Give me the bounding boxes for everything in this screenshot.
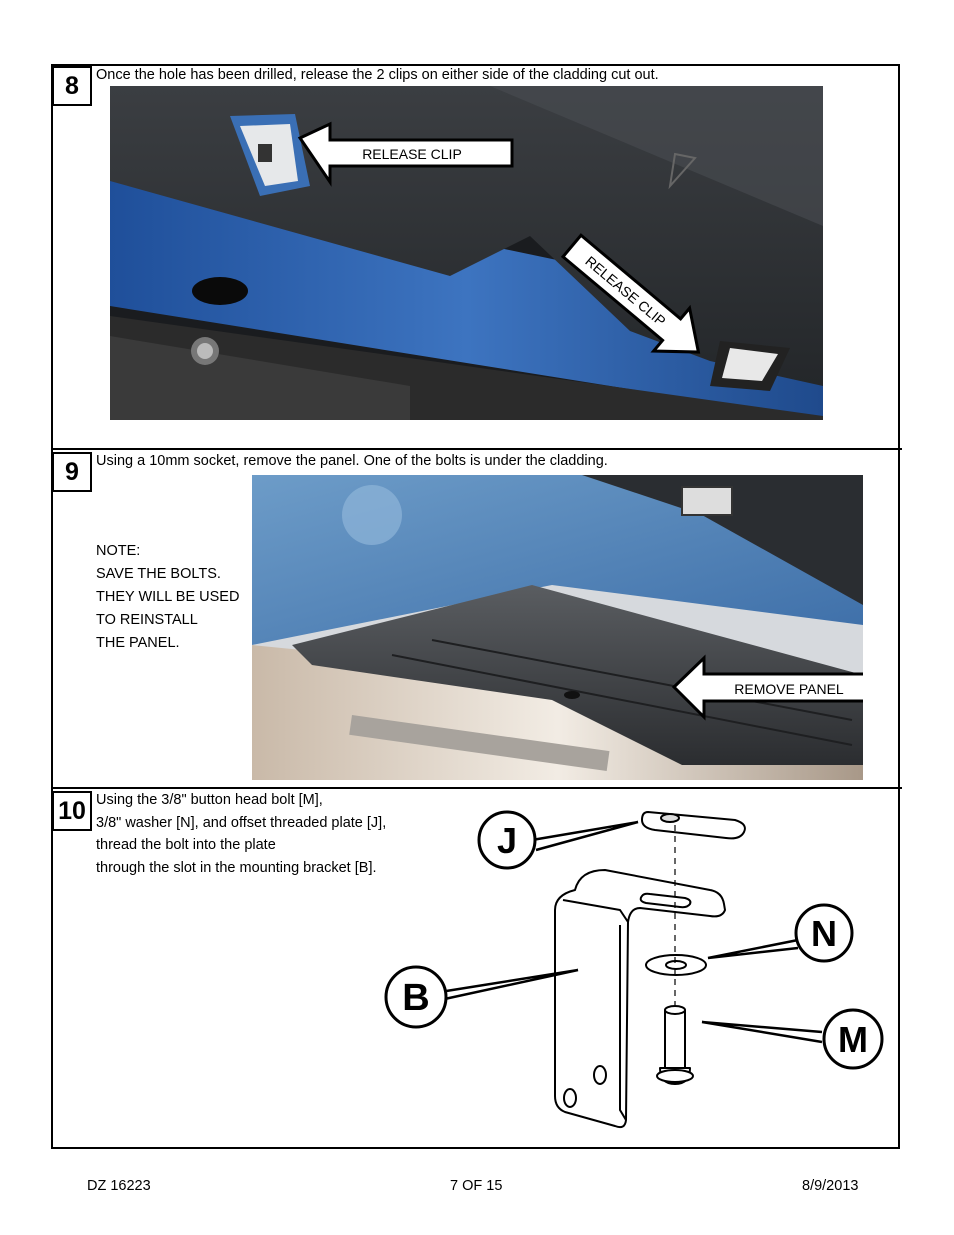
row-divider — [51, 787, 902, 789]
step-9-photo: REMOVE PANEL — [252, 475, 863, 780]
step-number: 8 — [52, 66, 92, 106]
arrow-label: REMOVE PANEL — [734, 681, 844, 697]
footer-page-number: 7 OF 15 — [450, 1178, 503, 1194]
row-divider — [51, 448, 902, 450]
step-number: 10 — [52, 791, 92, 831]
step-instruction: Once the hole has been drilled, release … — [96, 67, 659, 83]
release-clip-arrow — [560, 233, 701, 354]
footer-date: 8/9/2013 — [802, 1178, 859, 1194]
footer-doc-number: DZ 16223 — [87, 1178, 151, 1194]
step-instruction: Using a 10mm socket, remove the panel. O… — [96, 453, 608, 469]
step-instruction: Using the 3/8" button head bolt [M], 3/8… — [96, 792, 387, 876]
mounting-bracket-b — [554, 869, 726, 1129]
step-note: NOTE: SAVE THE BOLTS. THEY WILL BE USED … — [96, 543, 240, 651]
step-number: 9 — [52, 452, 92, 492]
button-head-bolt-m — [664, 1009, 686, 1069]
instruction-table — [51, 64, 900, 1149]
hardware-diagram: J N B M — [380, 800, 890, 1140]
remove-panel-arrow — [671, 654, 863, 721]
callout-m: M — [838, 1019, 868, 1060]
offset-plate-j — [641, 811, 746, 840]
release-clip-arrow — [297, 121, 514, 187]
callout-n: N — [811, 913, 837, 954]
step-8-photo: RELEASE CLIP RELEASE CLIP — [110, 86, 823, 420]
callout-j: J — [497, 820, 517, 861]
arrow-label: RELEASE CLIP — [362, 146, 462, 162]
callout-b: B — [402, 977, 429, 1019]
